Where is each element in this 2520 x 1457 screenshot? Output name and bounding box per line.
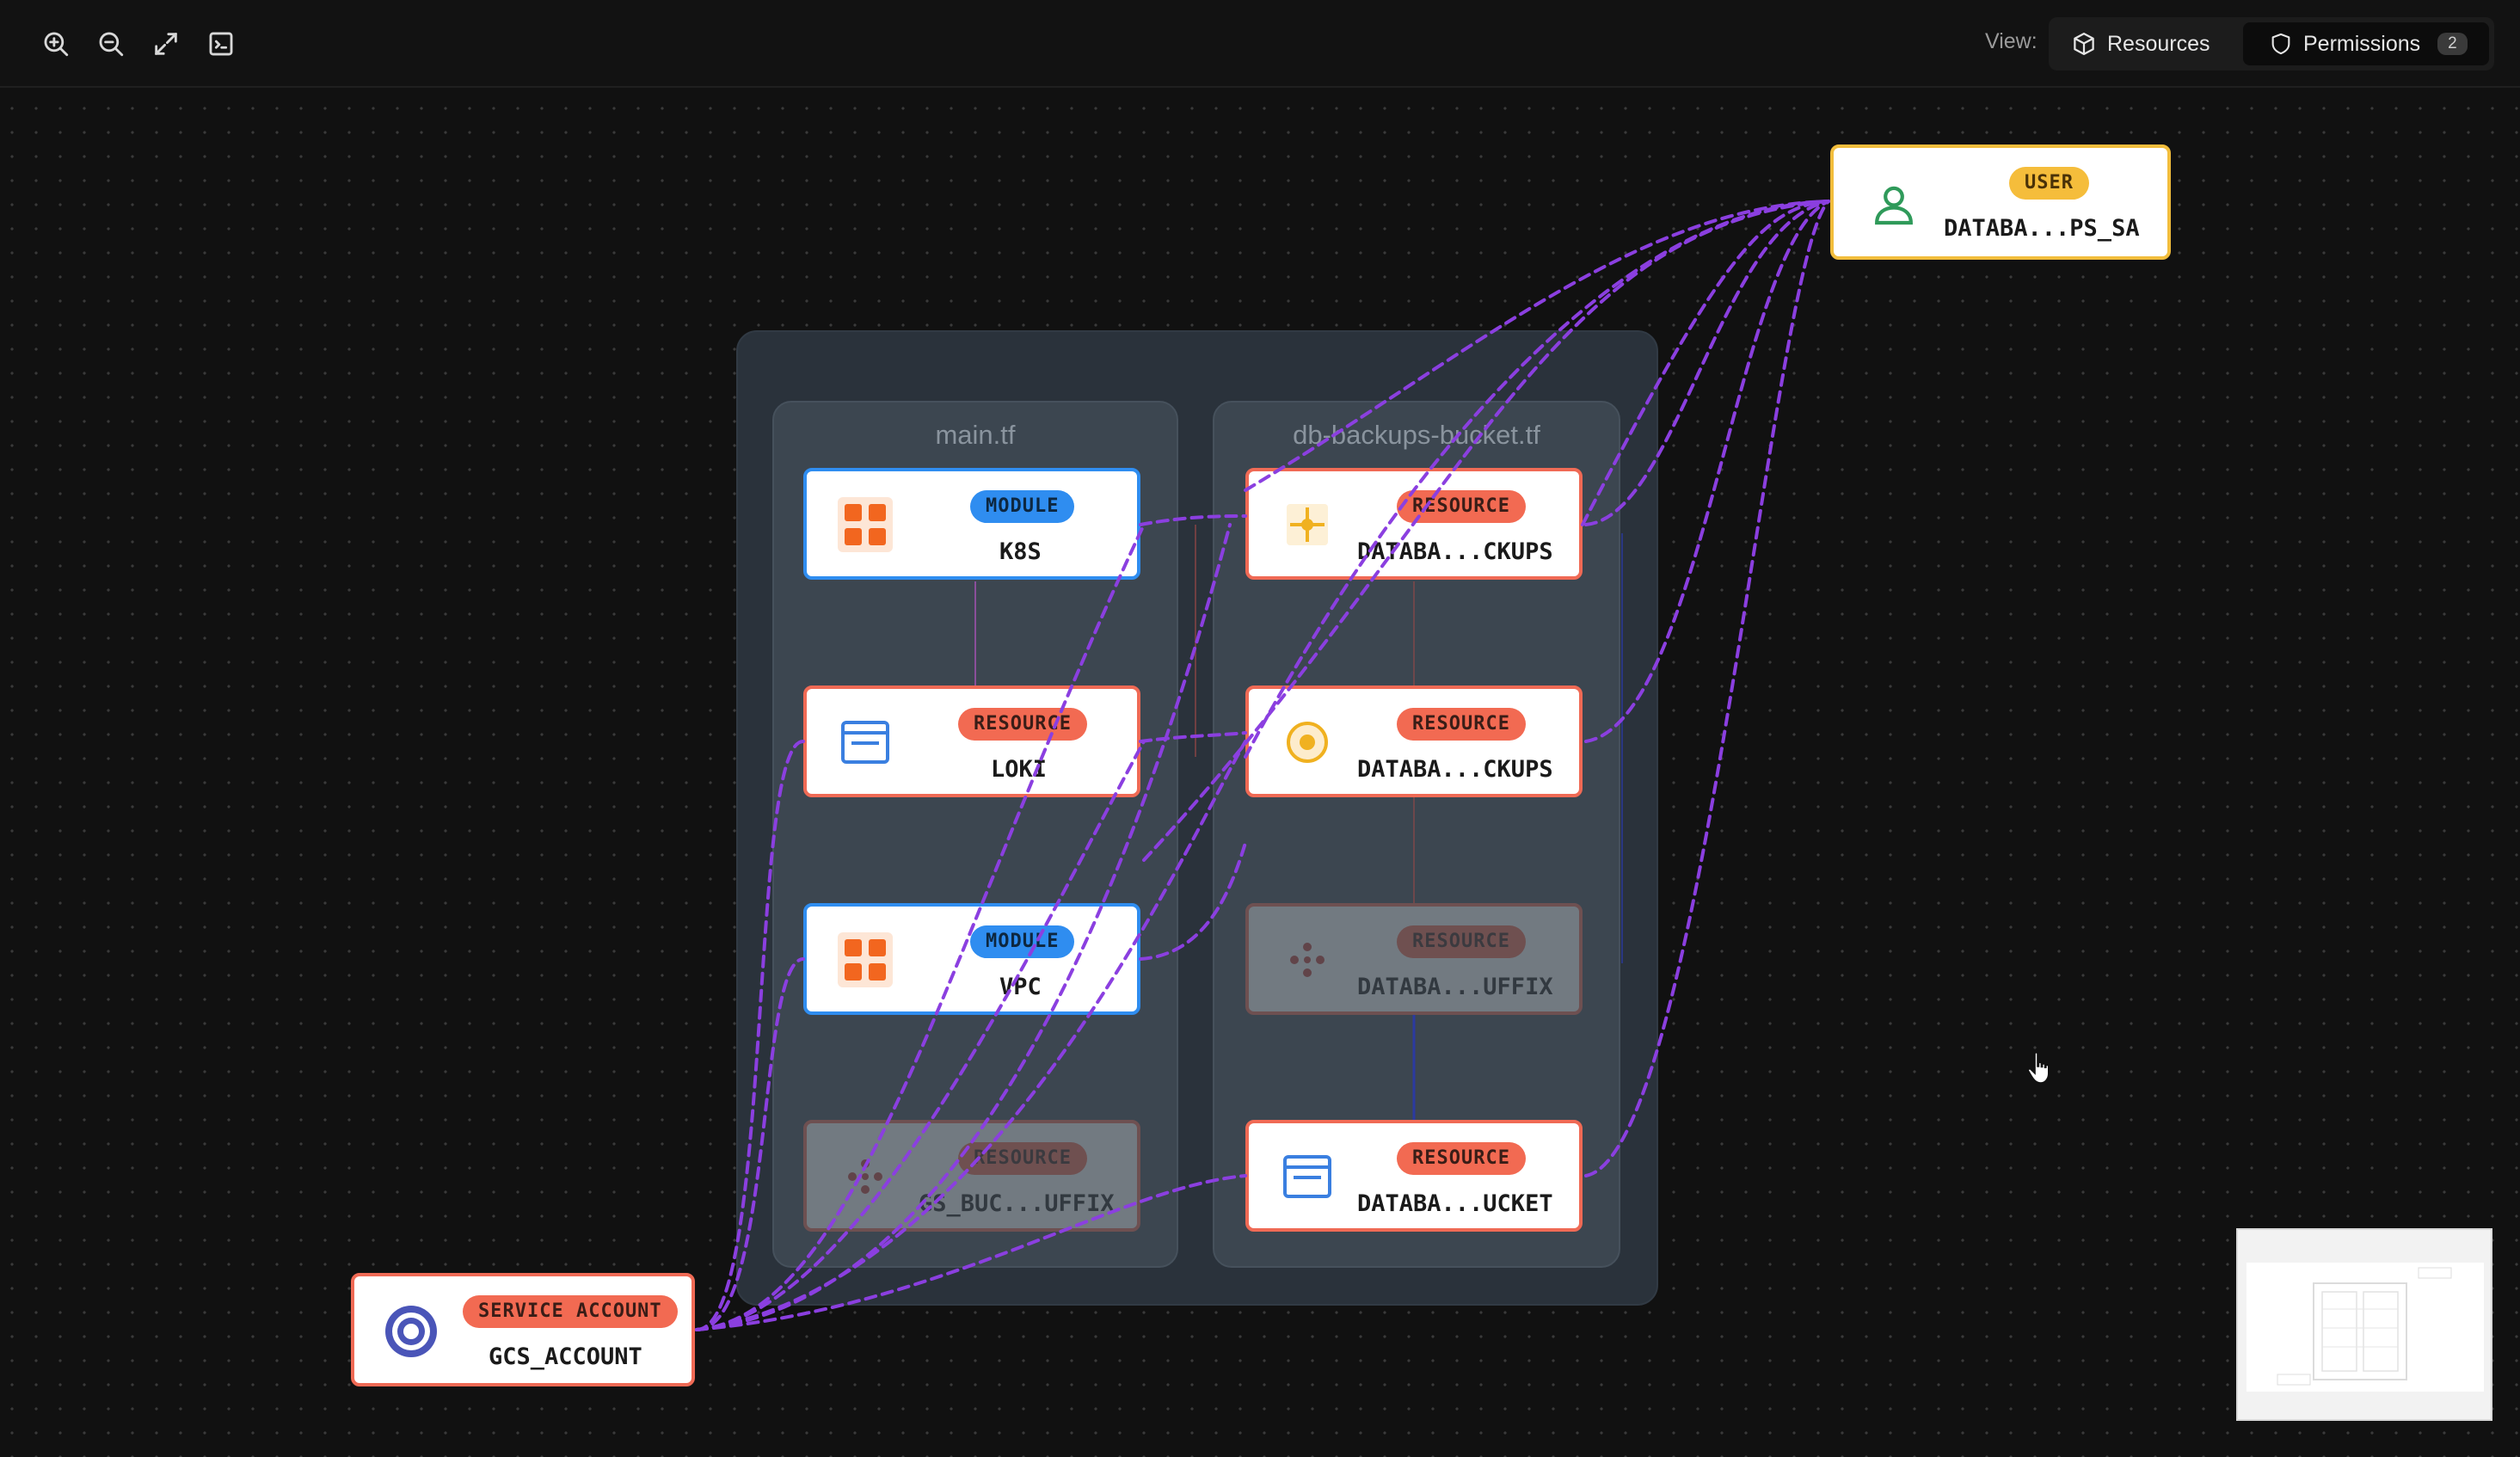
zoom-in-icon — [44, 32, 69, 57]
node-k8s[interactable]: MODULE K8S — [803, 468, 1140, 580]
zoom-out-button[interactable] — [93, 26, 129, 62]
view-label: View: — [1985, 29, 2038, 53]
node-badge: RESOURCE — [1397, 925, 1526, 958]
sparkle-icon — [1280, 497, 1335, 552]
node-label: GCS_ACCOUNT — [489, 1343, 642, 1370]
group-title: db-backups-bucket.tf — [1293, 420, 1540, 450]
view-toggle: Resources Permissions 2 — [2049, 17, 2494, 71]
node-vpc[interactable]: MODULE VPC — [803, 903, 1140, 1015]
node-user[interactable]: USER DATABA...PS_SA — [1830, 144, 2171, 260]
node-badge: MODULE — [970, 490, 1075, 523]
cube-icon — [2074, 33, 2094, 55]
node-badge: RESOURCE — [958, 1142, 1087, 1175]
node-badge: RESOURCE — [1397, 708, 1526, 741]
node-badge: USER — [2009, 167, 2089, 200]
node-badge: MODULE — [970, 925, 1075, 958]
node-label: LOKI — [991, 756, 1048, 783]
node-label: K8S — [999, 538, 1042, 565]
node-databa-ucket[interactable]: RESOURCE DATABA...UCKET — [1245, 1120, 1583, 1232]
fit-view-icon — [155, 33, 177, 55]
node-label: DATABA...CKUPS — [1357, 756, 1553, 783]
view-resources-option[interactable]: Resources — [2071, 22, 2260, 65]
fit-view-button[interactable] — [148, 26, 184, 62]
node-gs-bucket[interactable]: RESOURCE GS_BUC...UFFIX — [803, 1120, 1140, 1232]
dots-icon — [1280, 932, 1335, 987]
node-databa-ckups-1[interactable]: RESOURCE DATABA...CKUPS — [1245, 468, 1583, 580]
grid-icon — [838, 497, 893, 552]
node-label: DATABA...UFFIX — [1357, 974, 1553, 1000]
bucket-icon — [838, 715, 893, 770]
dots-icon — [838, 1149, 893, 1204]
permissions-count-badge: 2 — [2437, 33, 2468, 55]
service-account-icon — [384, 1304, 439, 1359]
node-badge: RESOURCE — [1397, 490, 1526, 523]
hand-cursor-icon — [2025, 1051, 2054, 1090]
node-label: DATABA...PS_SA — [1944, 215, 2140, 242]
view-resources-label: Resources — [2107, 31, 2210, 56]
node-label: DATABA...CKUPS — [1357, 538, 1553, 565]
node-service-account[interactable]: SERVICE ACCOUNT GCS_ACCOUNT — [351, 1273, 695, 1386]
view-permissions-option[interactable]: Permissions 2 — [2243, 22, 2489, 65]
group-title: main.tf — [935, 420, 1016, 450]
terminal-icon — [209, 32, 233, 56]
target-icon — [1280, 715, 1335, 770]
node-label: GS_BUC...UFFIX — [919, 1190, 1115, 1217]
bucket-icon — [1280, 1149, 1335, 1204]
node-loki[interactable]: RESOURCE LOKI — [803, 685, 1140, 797]
node-label: VPC — [999, 974, 1042, 1000]
view-permissions-label: Permissions — [2303, 31, 2421, 56]
node-badge: SERVICE ACCOUNT — [463, 1295, 678, 1328]
minimap-preview — [2246, 1263, 2484, 1392]
node-databa-ckups-2[interactable]: RESOURCE DATABA...CKUPS — [1245, 685, 1583, 797]
grid-icon — [838, 932, 893, 987]
toolbar: View: Resources Permissions 2 — [0, 0, 2520, 88]
user-icon — [1866, 177, 1921, 232]
shield-icon — [2271, 33, 2290, 55]
node-badge: RESOURCE — [958, 708, 1087, 741]
terminal-button[interactable] — [203, 26, 239, 62]
node-label: DATABA...UCKET — [1357, 1190, 1553, 1217]
zoom-out-icon — [99, 32, 124, 57]
node-databa-uffix[interactable]: RESOURCE DATABA...UFFIX — [1245, 903, 1583, 1015]
zoom-in-button[interactable] — [38, 26, 74, 62]
node-badge: RESOURCE — [1397, 1142, 1526, 1175]
minimap[interactable] — [2236, 1228, 2492, 1421]
